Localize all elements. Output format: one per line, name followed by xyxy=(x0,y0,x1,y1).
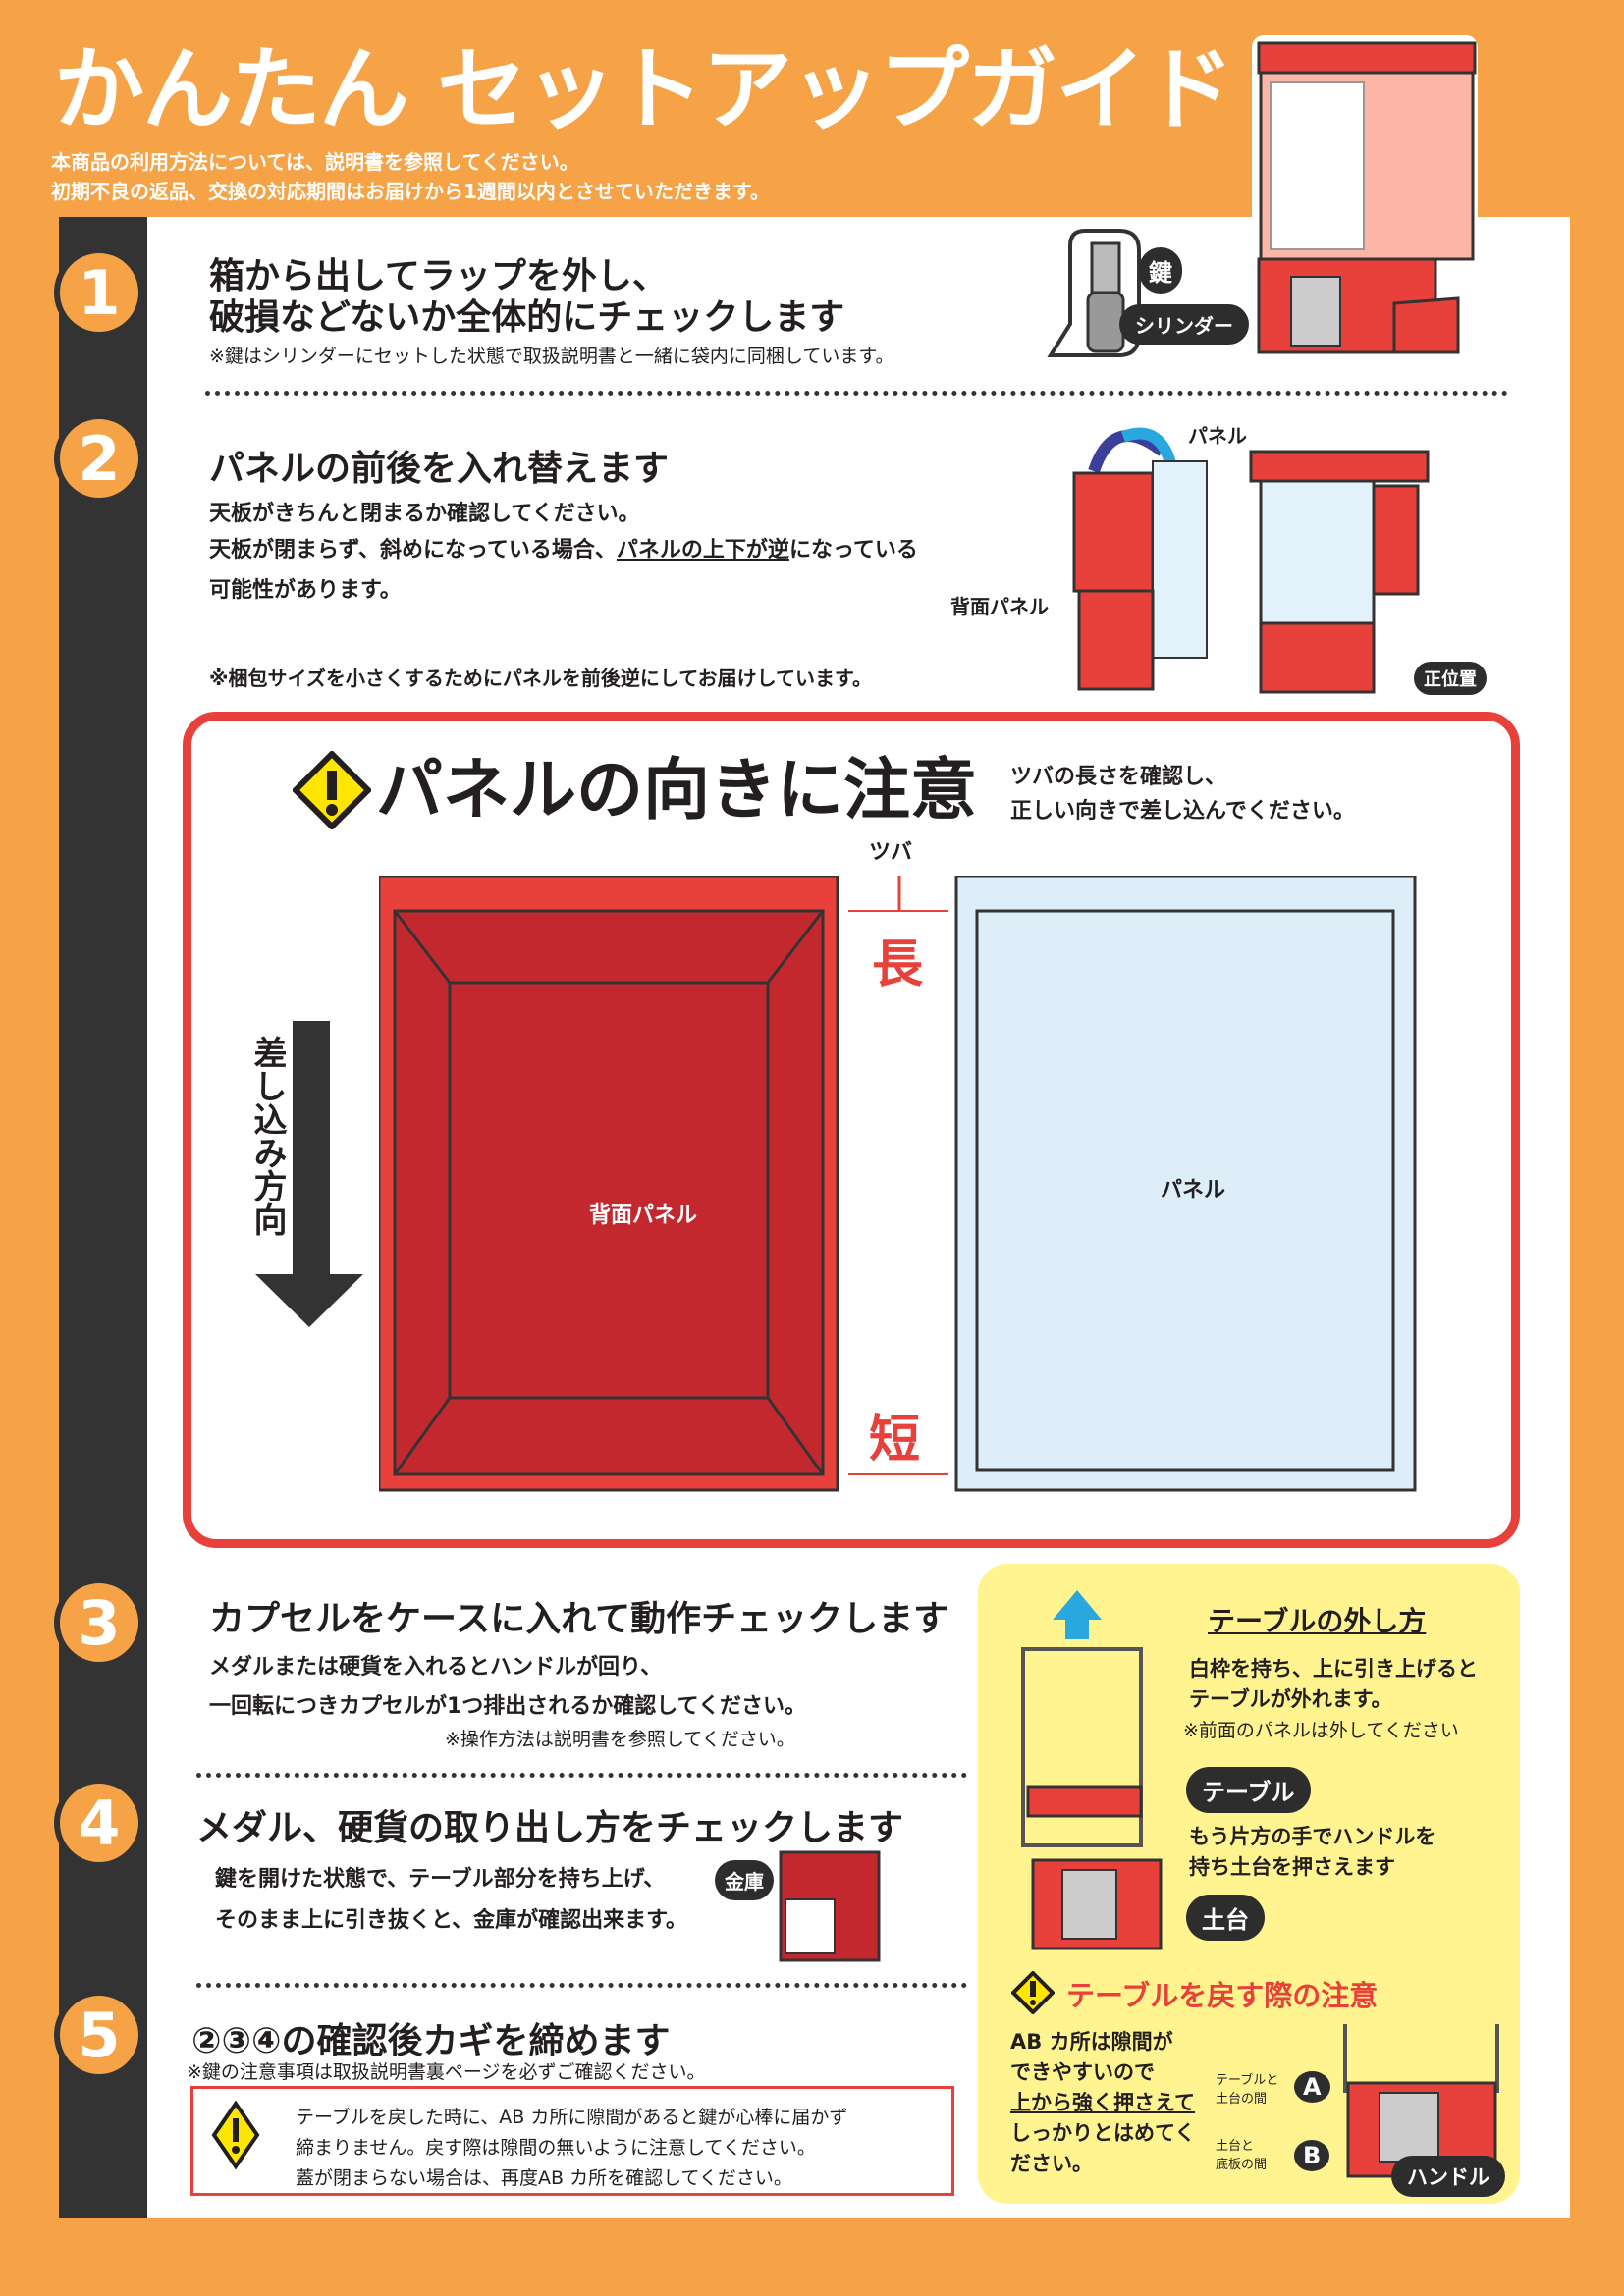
caution-line5: ださい。 xyxy=(1010,2152,1093,2175)
step-3-number: 3 xyxy=(54,1577,144,1668)
caution-line3: 上から強く押さえて xyxy=(1010,2091,1195,2114)
step-2-line1: 天板がきちんと閉まるか確認してください。 xyxy=(209,502,640,526)
subtitle-1: 本商品の利用方法については、説明書を参照してください。 xyxy=(51,150,579,174)
caution-line4: しっかりとはめてく xyxy=(1010,2121,1196,2145)
caution-line2: できやすいので xyxy=(1010,2060,1155,2084)
step-4-number: 4 xyxy=(54,1778,144,1868)
cylinder-label: シリンダー xyxy=(1119,304,1249,345)
table-removal-illustration xyxy=(1021,1590,1163,1950)
correct-position-label: 正位置 xyxy=(1414,662,1487,695)
key-label: 鍵 xyxy=(1139,247,1182,294)
step-3-line1: メダルまたは硬貨を入れるとハンドルが回り、 xyxy=(209,1655,663,1680)
table-guide-line3: もう片方の手でハンドルを xyxy=(1189,1825,1436,1848)
divider xyxy=(205,391,1508,396)
handle-label: ハンドル xyxy=(1391,2156,1505,2197)
step-1-number: 1 xyxy=(54,247,144,338)
table-label: テーブル xyxy=(1186,1767,1311,1813)
a-desc-2: 土台の間 xyxy=(1216,2092,1268,2107)
text: 天板が閉まらず、斜めになっている場合、 xyxy=(209,538,617,562)
table-guide-line4: 持ち土台を押さえます xyxy=(1189,1855,1395,1879)
warning-icon xyxy=(1011,1971,1055,2014)
insert-direction-label: 差し込み方向 xyxy=(247,1036,287,1236)
a-desc-1: テーブルと xyxy=(1216,2073,1279,2088)
panel-warning-desc2: 正しい向きで差し込んでください。 xyxy=(1010,799,1355,824)
b-desc-1: 土台と xyxy=(1216,2139,1255,2154)
step-5-title: ②③④の確認後カギを締めます xyxy=(191,2021,671,2061)
step-3-title: カプセルをケースに入れて動作チェックします xyxy=(209,1599,949,1639)
divider xyxy=(196,1983,967,1988)
table-caution-title: テーブルを戻す際の注意 xyxy=(1066,1979,1379,2012)
step-5-number: 5 xyxy=(54,1990,144,2080)
step-1-note: ※鍵はシリンダーにセットした状態で取扱説明書と一緒に袋内に同梱しています。 xyxy=(209,346,894,367)
point-b-badge: B xyxy=(1294,2140,1330,2171)
step-3-line2: 一回転につきカプセルが1つ排出されるか確認してください。 xyxy=(209,1694,806,1719)
page-title: かんたん セットアップガイド xyxy=(54,37,1234,142)
panel-warning-desc1: ツバの長さを確認し、 xyxy=(1010,765,1227,789)
step-2-line3: 可能性があります。 xyxy=(209,578,402,603)
cashbox-label: 金庫 xyxy=(715,1860,774,1900)
caution-line1: AB カ所は隙間が xyxy=(1010,2030,1173,2054)
base-label: 土台 xyxy=(1186,1895,1265,1941)
step-2-line2: 天板が閉まらず、斜めになっている場合、パネルの上下が逆になっている xyxy=(209,532,918,563)
panel-warning-title: パネルの向きに注意 xyxy=(376,752,978,829)
warning-icon xyxy=(211,2101,260,2169)
panel-diagram xyxy=(379,876,1417,1492)
step-4-title: メダル、硬貨の取り出し方をチェックします xyxy=(196,1808,904,1848)
lock-warning-box xyxy=(190,2086,954,2196)
arrow-down-icon xyxy=(255,1021,363,1327)
step-2-title: パネルの前後を入れ替えます xyxy=(209,449,670,489)
divider xyxy=(196,1773,967,1778)
sidebar-strip xyxy=(59,217,147,2218)
step-4-line1: 鍵を開けた状態で、テーブル部分を持ち上げ、 xyxy=(215,1867,666,1892)
cashbox-illustration xyxy=(779,1850,881,1962)
table-guide-line2: テーブルが外れます。 xyxy=(1189,1687,1392,1711)
lock-warning-line2: 締まりません。戻す際は隙間の無いように注意してください。 xyxy=(296,2137,816,2159)
b-desc-2: 底板の間 xyxy=(1216,2158,1268,2172)
back-panel-label: 背面パネル xyxy=(950,595,1049,618)
table-guide-note: ※前面のパネルは外してください xyxy=(1183,1720,1459,1741)
table-guide-line1: 白枠を持ち、上に引き上げると xyxy=(1189,1657,1478,1681)
text: になっている xyxy=(788,538,918,562)
step-5-note: ※鍵の注意事項は取扱説明書裏ページを必ずご確認ください。 xyxy=(187,2061,706,2083)
tsuba-label: ツバ xyxy=(869,840,913,865)
warning-icon xyxy=(293,751,371,829)
panel-swap-illustration xyxy=(1072,427,1430,694)
step-1-title-line2: 破損などないか全体的にチェックします xyxy=(209,297,845,338)
lock-warning-line3: 蓋が閉まらない場合は、再度AB カ所を確認してください。 xyxy=(296,2167,792,2189)
subtitle-2: 初期不良の返品、交換の対応期間はお届けから1週間以内とさせていただきます。 xyxy=(51,180,770,203)
step-1-title-line1: 箱から出してラップを外し、 xyxy=(209,256,668,296)
step-2-number: 2 xyxy=(54,413,144,504)
short-label: 短 xyxy=(869,1411,921,1469)
lock-warning-line1: テーブルを戻した時に、AB カ所に隙間があると鍵が心棒に届かず xyxy=(296,2107,848,2128)
step-3-note: ※操作方法は説明書を参照してください。 xyxy=(445,1729,795,1750)
panel-label: パネル xyxy=(1160,1178,1225,1202)
key-cylinder-illustration xyxy=(1047,229,1141,357)
panel-label: パネル xyxy=(1188,424,1247,448)
point-a-badge: A xyxy=(1294,2071,1330,2103)
underlined-text: パネルの上下が逆 xyxy=(616,538,789,562)
table-guide-title: テーブルの外し方 xyxy=(1208,1605,1427,1637)
long-label: 長 xyxy=(872,935,924,994)
step-2-note: ※梱包サイズを小さくするためにパネルを前後逆にしてお届けしています。 xyxy=(209,667,873,690)
back-panel-label: 背面パネル xyxy=(588,1203,697,1228)
step-4-line2: そのまま上に引き抜くと、金庫が確認出来ます。 xyxy=(215,1908,687,1933)
gacha-machine-illustration xyxy=(1252,35,1478,354)
